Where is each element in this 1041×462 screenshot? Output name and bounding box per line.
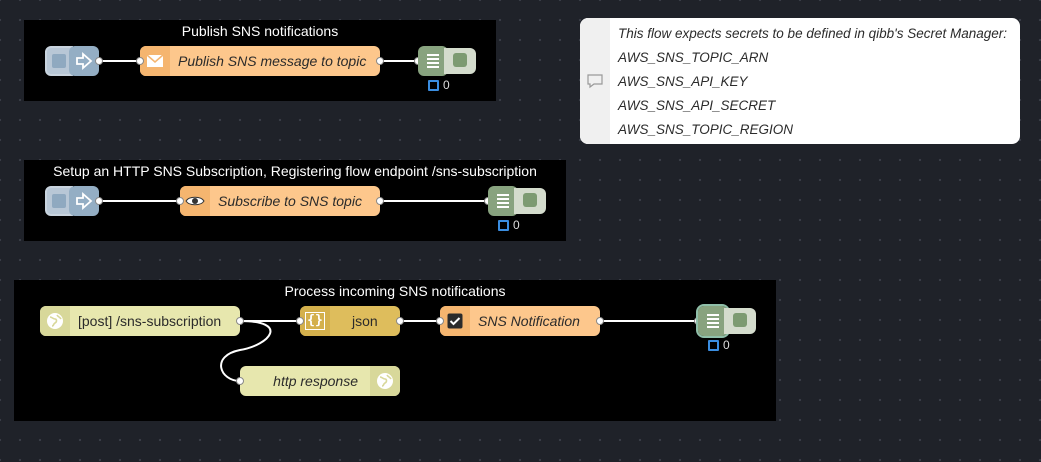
globe-icon [370,366,400,396]
node-label: json [352,313,378,329]
comment-line: This flow expects secrets to be defined … [618,26,1008,41]
list-icon [418,46,448,76]
inject-icon [69,186,99,216]
node-label: [post] /sns-subscription [78,313,222,329]
output-port[interactable] [236,317,244,325]
group-title: Process incoming SNS notifications [284,283,506,299]
input-port[interactable] [236,377,244,385]
list-icon [696,304,730,338]
debug-status: 0 [708,338,730,352]
status-count: 0 [723,338,730,352]
inject-node[interactable] [45,186,105,216]
comment-node[interactable]: This flow expects secrets to be defined … [580,18,1020,144]
output-port[interactable] [95,57,103,65]
input-port[interactable] [136,57,144,65]
debug-status: 0 [428,78,450,92]
output-port[interactable] [396,317,404,325]
status-dot-icon [708,339,719,351]
comment-line: AWS_SNS_TOPIC_REGION [618,122,794,137]
group-process-notifications[interactable]: Process incoming SNS notifications [14,280,776,421]
comment-line: AWS_SNS_API_KEY [618,74,748,89]
comment-line: AWS_SNS_TOPIC_ARN [618,50,769,65]
publish-sns-node[interactable]: Publish SNS message to topic [136,46,384,76]
comment-text: This flow expects secrets to be defined … [618,25,1007,144]
node-label: Subscribe to SNS topic [218,193,362,209]
braces-icon: {} [300,306,330,336]
output-port[interactable] [376,57,384,65]
debug-toggle-button[interactable] [514,188,546,214]
status-count: 0 [513,218,520,232]
debug-node[interactable] [414,46,478,76]
input-port[interactable] [176,197,184,205]
debug-node[interactable] [484,186,548,216]
node-label: http response [273,373,358,389]
output-port[interactable] [95,197,103,205]
input-port[interactable] [296,317,304,325]
checkbox-icon [440,306,470,336]
json-node[interactable]: {} json [296,306,404,336]
output-port[interactable] [376,197,384,205]
wire [220,320,272,382]
debug-node[interactable] [694,304,758,338]
inject-button[interactable] [45,46,73,76]
eye-icon [180,186,210,216]
debug-toggle-button[interactable] [444,48,476,74]
status-dot-icon [498,219,509,231]
globe-icon [40,306,70,336]
node-label: SNS Notification [478,313,580,329]
inject-node[interactable] [45,46,105,76]
debug-status: 0 [498,218,520,232]
input-port[interactable] [436,317,444,325]
group-title: Publish SNS notifications [181,23,339,39]
comment-line: AWS_SNS_API_SECRET [618,98,776,113]
status-count: 0 [443,78,450,92]
group-title: Setup an HTTP SNS Subscription, Register… [53,163,537,179]
http-response-node[interactable]: http response [236,366,400,396]
envelope-icon [140,46,170,76]
subscribe-sns-node[interactable]: Subscribe to SNS topic [176,186,384,216]
debug-toggle-button[interactable] [724,308,756,334]
http-in-node[interactable]: [post] /sns-subscription [40,306,244,336]
inject-icon [69,46,99,76]
list-icon [488,186,518,216]
status-dot-icon [428,79,439,91]
comment-icon [580,18,610,144]
sns-notification-node[interactable]: SNS Notification [436,306,604,336]
node-label: Publish SNS message to topic [178,53,367,69]
output-port[interactable] [596,317,604,325]
